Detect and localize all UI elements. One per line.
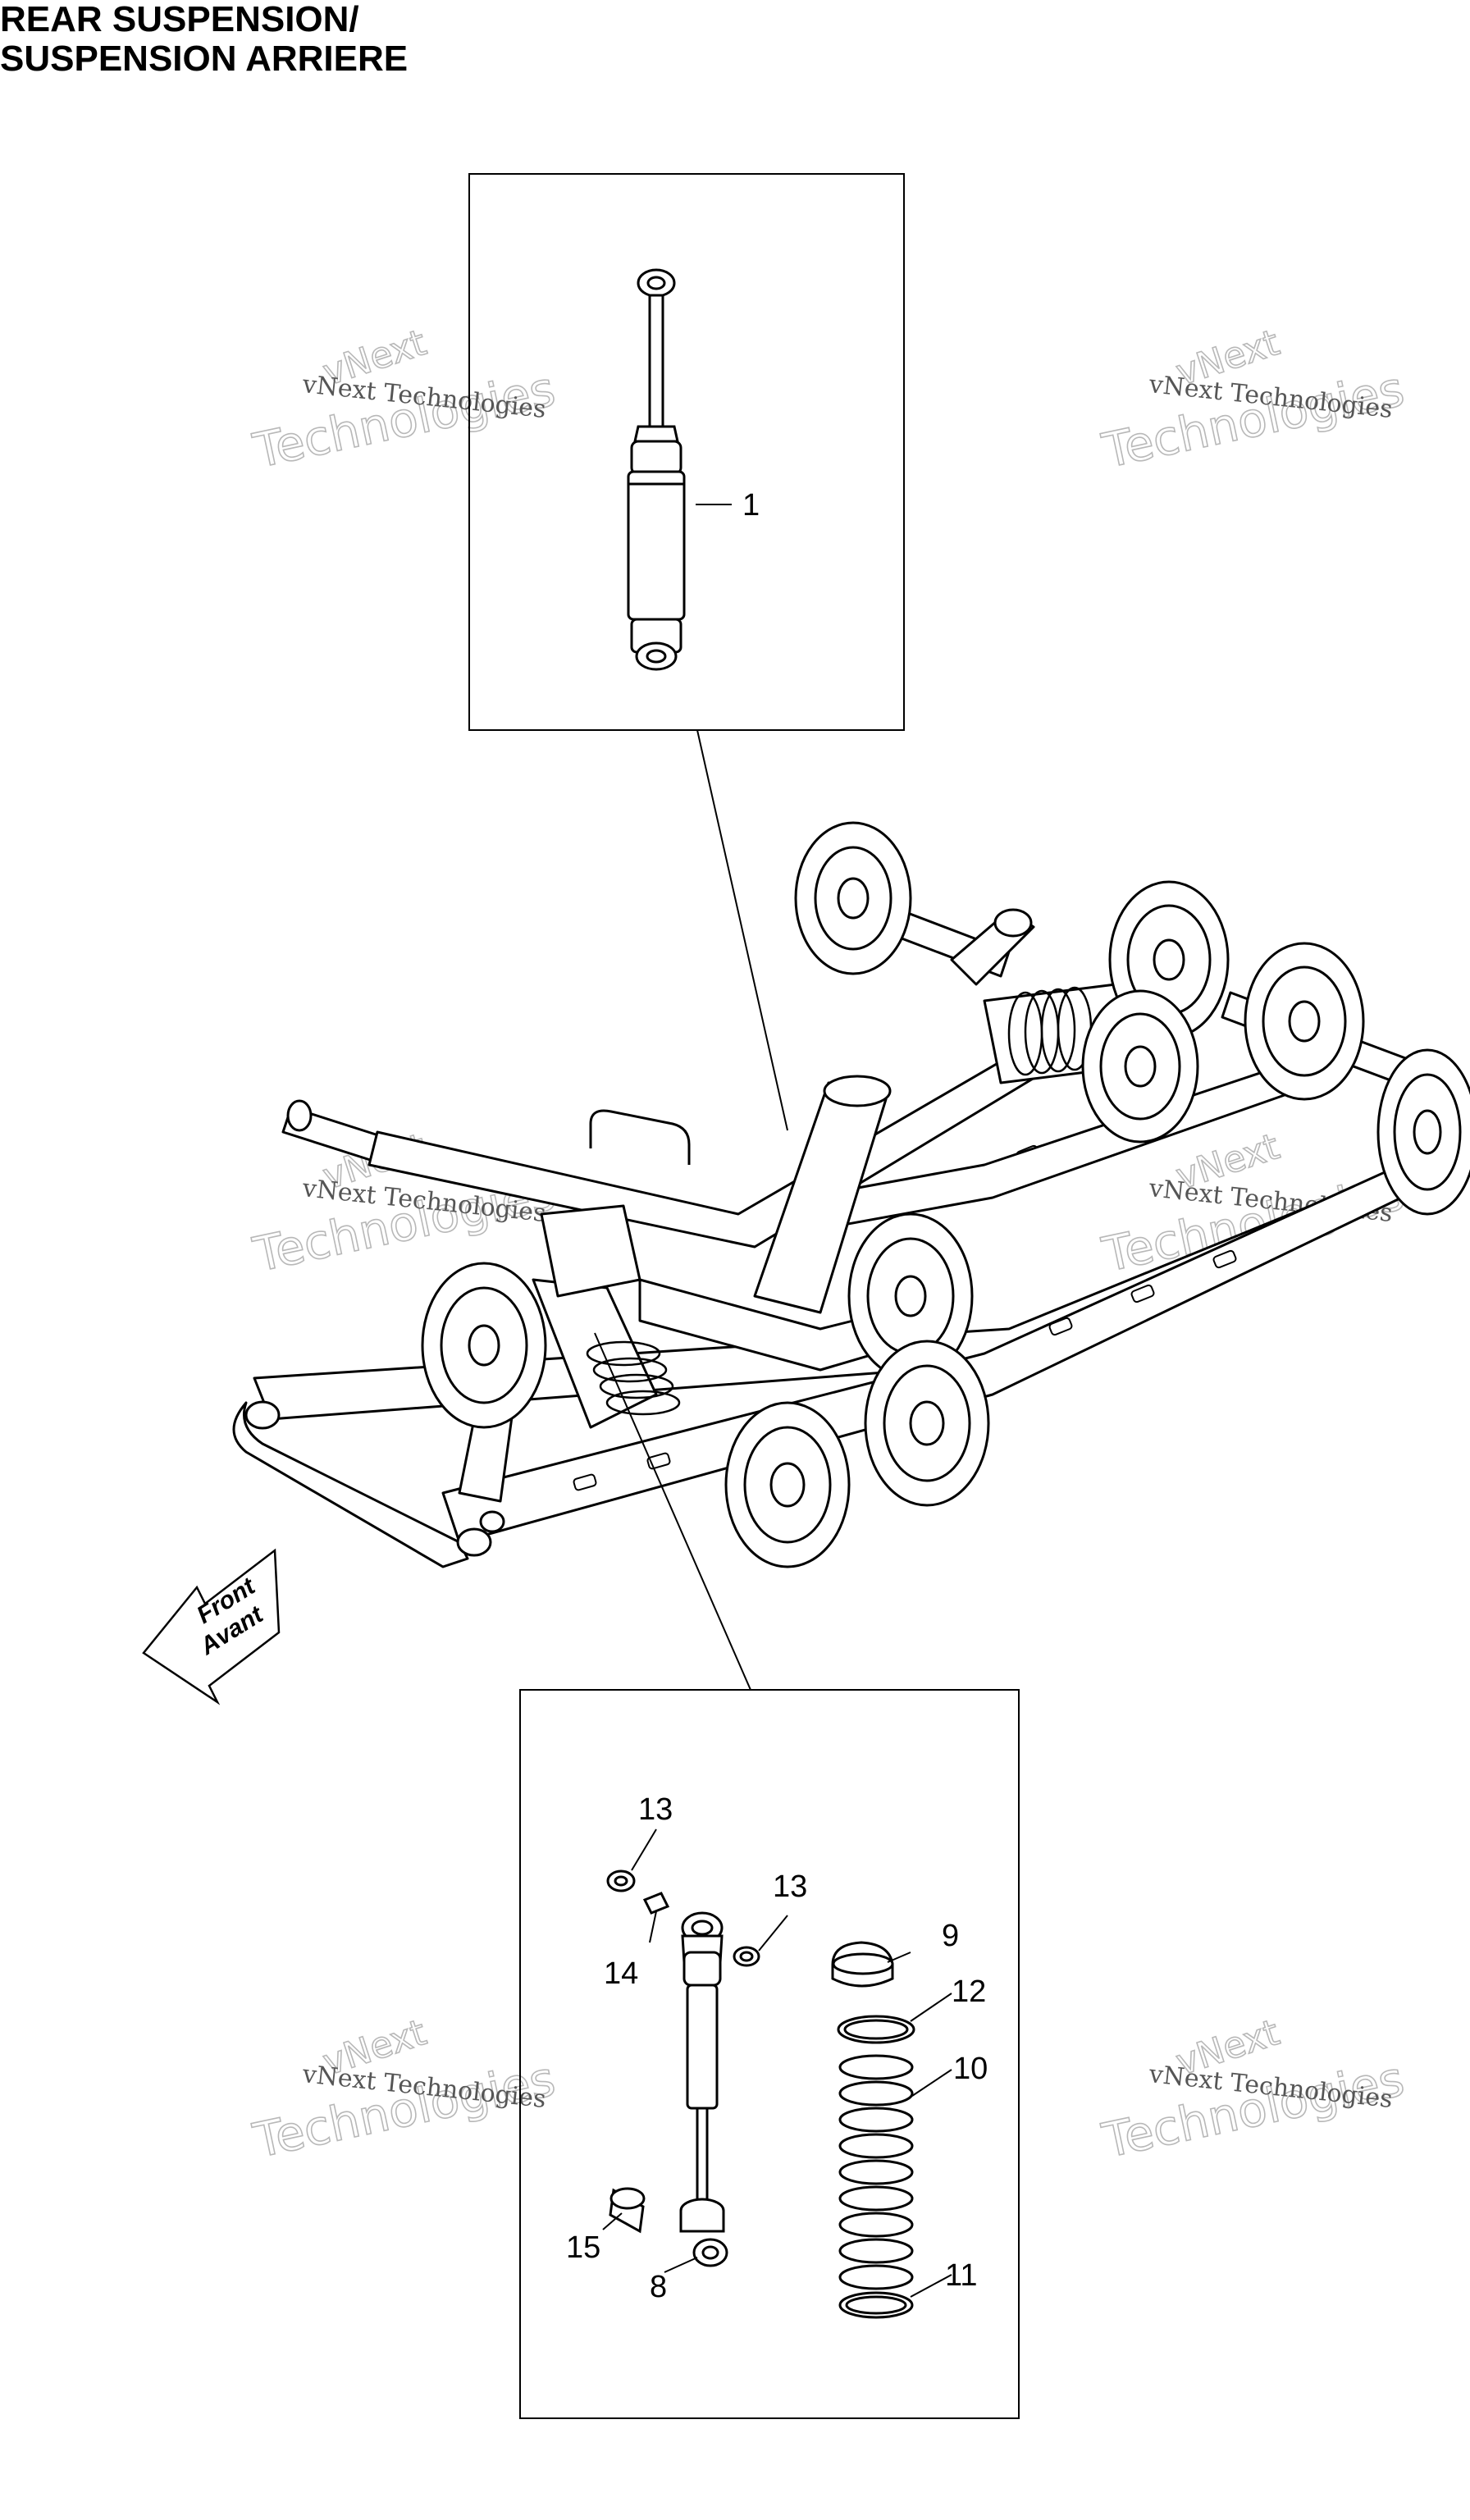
callout-13-top: 13 bbox=[638, 1792, 673, 1827]
callout-9: 9 bbox=[942, 1919, 959, 1953]
front-direction-arrow: Front Avant bbox=[142, 1548, 281, 1705]
detail-box-shock bbox=[468, 173, 905, 731]
shock-kit-drawing bbox=[606, 1869, 915, 2319]
wheel-rear-center bbox=[1081, 989, 1199, 1144]
suspension-wheels bbox=[421, 821, 1470, 1568]
title-line-1: REAR SUSPENSION/ bbox=[0, 0, 359, 39]
sleeve-part-14 bbox=[642, 1892, 670, 1915]
wheel-rear-top-mid bbox=[1108, 880, 1230, 1039]
ring-part-12 bbox=[837, 2015, 915, 2044]
spring-part-10 bbox=[838, 2054, 914, 2290]
shock-absorber-drawing bbox=[627, 268, 686, 671]
detail-box-shock-kit bbox=[519, 1689, 1020, 2419]
callout-11: 11 bbox=[945, 2258, 977, 2293]
bushing-part-13a bbox=[606, 1869, 636, 1892]
callout-10: 10 bbox=[953, 2052, 988, 2086]
wheel-front-lower-1 bbox=[724, 1401, 851, 1568]
ski-tips bbox=[244, 1400, 505, 1557]
callout-1: 1 bbox=[742, 488, 760, 523]
callout-leaders bbox=[602, 1828, 952, 2298]
wheel-rear-top-left bbox=[794, 821, 912, 975]
callout-15: 15 bbox=[566, 2230, 600, 2265]
wheel-far-right bbox=[1376, 1048, 1470, 1216]
shock-body-part bbox=[679, 1911, 728, 2267]
callout-12: 12 bbox=[952, 1974, 986, 2009]
watermark-bottom-left: Technologies vNext vNext Technologies bbox=[248, 2011, 560, 2169]
callout-13-right: 13 bbox=[773, 1869, 807, 1904]
wheel-mid-left bbox=[421, 1262, 547, 1429]
watermark-top-right: Technologies vNext vNext Technologies bbox=[1097, 321, 1409, 479]
wheel-front-lower-2 bbox=[864, 1340, 990, 1507]
callout-14: 14 bbox=[604, 1956, 638, 1991]
wheel-mid-center bbox=[847, 1212, 974, 1380]
spring-seat-part-9 bbox=[831, 1941, 894, 1988]
watermark-top-left: Technologies vNext vNext Technologies bbox=[248, 321, 560, 479]
top-box-leader-line bbox=[696, 729, 788, 1131]
bushing-part-15 bbox=[609, 2187, 646, 2234]
callout-8: 8 bbox=[650, 2270, 667, 2304]
wheel-rear-upper bbox=[1244, 942, 1365, 1101]
title-line-2: SUSPENSION ARRIERE bbox=[0, 39, 409, 79]
bushing-part-13b bbox=[733, 1946, 760, 1967]
clip-part-11 bbox=[838, 2291, 914, 2319]
diagram-title: REAR SUSPENSION/ SUSPENSION ARRIERE bbox=[0, 0, 408, 79]
bottom-box-leader-line bbox=[594, 1332, 751, 1691]
watermark-bottom-right: Technologies vNext vNext Technologies bbox=[1097, 2011, 1409, 2169]
